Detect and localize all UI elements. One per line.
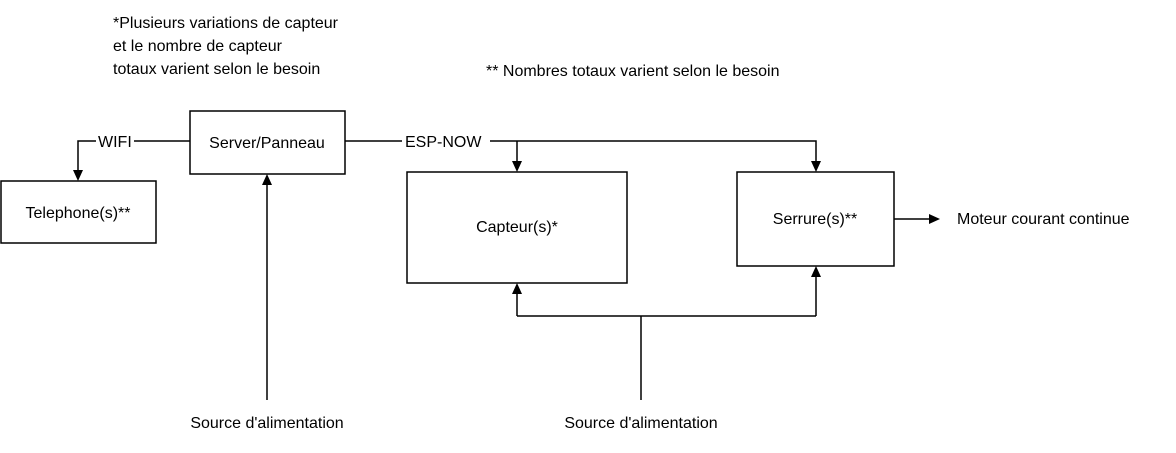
motor-arrowhead — [929, 214, 940, 224]
sensor-power-arrowhead — [512, 283, 522, 294]
wifi-connection-line — [77, 140, 190, 172]
devices-power-label: Source d'alimentation — [564, 415, 717, 432]
server-label: Server/Panneau — [209, 135, 325, 152]
lock-label: Serrure(s)** — [773, 211, 857, 228]
motor-label: Moteur courant continue — [957, 211, 1130, 228]
devices-power-line — [516, 277, 817, 400]
totals-note: ** Nombres totaux varient selon le besoi… — [486, 63, 780, 80]
server-power-arrowhead — [262, 174, 272, 185]
sensor-box — [406, 171, 628, 284]
phone-box — [0, 180, 157, 244]
sensor-note-line-2: et le nombre de capteur — [113, 38, 283, 55]
sensor-note-line-3: totaux varient selon le besoin — [113, 61, 320, 78]
sensor-note-line-1: *Plusieurs variations de capteur — [113, 15, 339, 32]
server-box — [189, 110, 346, 175]
wifi-arrowhead — [73, 170, 83, 181]
lock-box — [736, 171, 895, 267]
lock-power-arrowhead — [811, 266, 821, 277]
phone-label: Telephone(s)** — [26, 205, 131, 222]
server-power-label: Source d'alimentation — [190, 415, 343, 432]
espnow-connection-line — [345, 140, 817, 162]
espnow-lock-arrowhead — [811, 161, 821, 172]
wifi-label: WIFI — [98, 134, 132, 151]
espnow-sensor-arrowhead — [512, 161, 522, 172]
sensor-label: Capteur(s)* — [476, 219, 558, 236]
espnow-label: ESP-NOW — [405, 134, 482, 151]
